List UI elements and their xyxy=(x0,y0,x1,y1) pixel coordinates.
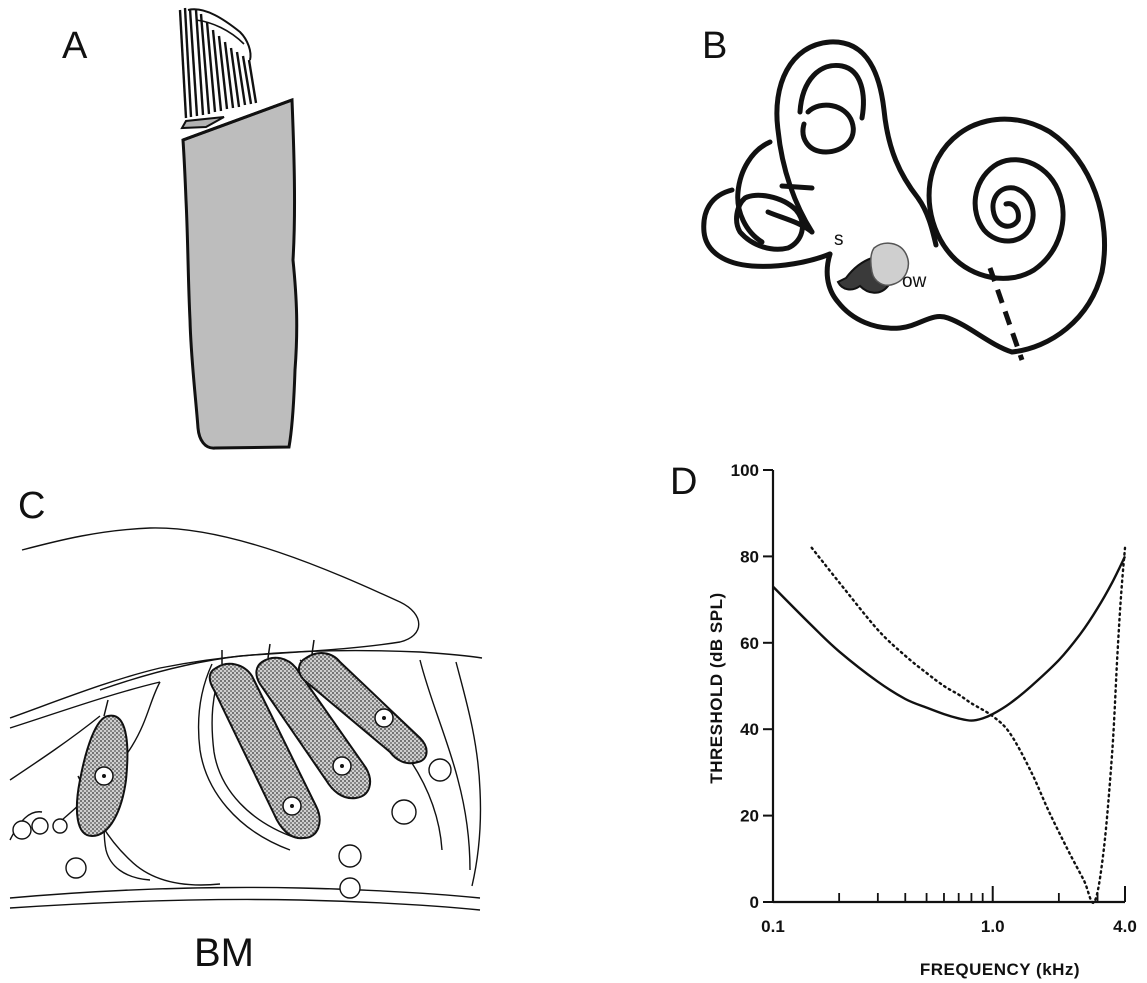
y-axis-title: THRESHOLD (dB SPL) xyxy=(707,592,726,783)
y-tick-label: 20 xyxy=(740,807,759,826)
x-tick-label: 0.1 xyxy=(761,917,785,936)
stapes-label: s xyxy=(834,229,844,250)
x-tick-label: 1.0 xyxy=(981,917,1005,936)
dotted-tuning-curve xyxy=(812,548,1125,903)
supporting-cell-nuclei xyxy=(13,759,451,898)
basilar-membrane-label: BM xyxy=(194,931,254,975)
chart-ticks: 0 20 40 60 80 100 0.1 1.0 4.0 xyxy=(731,461,1137,936)
panel-d: D 0 20 40 60 80 100 0.1 1.0 4.0 FREQUENCY (kHz) … xyxy=(670,461,1137,979)
y-tick-label: 100 xyxy=(731,461,759,480)
hair-cell-body xyxy=(183,100,297,448)
panel-c-letter: C xyxy=(18,485,45,527)
panel-b-letter: B xyxy=(702,25,727,67)
y-tick-label: 80 xyxy=(740,547,759,566)
y-tick-label: 0 xyxy=(750,893,759,912)
panel-b: B s ow xyxy=(702,25,1105,360)
x-axis-title: FREQUENCY (kHz) xyxy=(920,960,1080,979)
x-tick-label: 4.0 xyxy=(1113,917,1137,936)
y-tick-label: 60 xyxy=(740,634,759,653)
panel-a: A xyxy=(62,8,297,448)
tuning-curve-chart: 0 20 40 60 80 100 0.1 1.0 4.0 FREQUENCY (kHz) TH… xyxy=(707,461,1137,979)
solid-tuning-curve xyxy=(773,556,1125,720)
inner-ear-outline xyxy=(704,42,1105,352)
inner-hair-cell xyxy=(77,700,128,836)
chart-axes xyxy=(773,470,1125,902)
chart-series xyxy=(773,548,1125,903)
y-tick-label: 40 xyxy=(740,720,759,739)
panel-c: C xyxy=(10,485,482,975)
stereocilia-bundle xyxy=(180,8,256,118)
oval-window-label: ow xyxy=(902,271,927,292)
panel-d-letter: D xyxy=(670,461,697,503)
panel-a-letter: A xyxy=(62,25,88,67)
